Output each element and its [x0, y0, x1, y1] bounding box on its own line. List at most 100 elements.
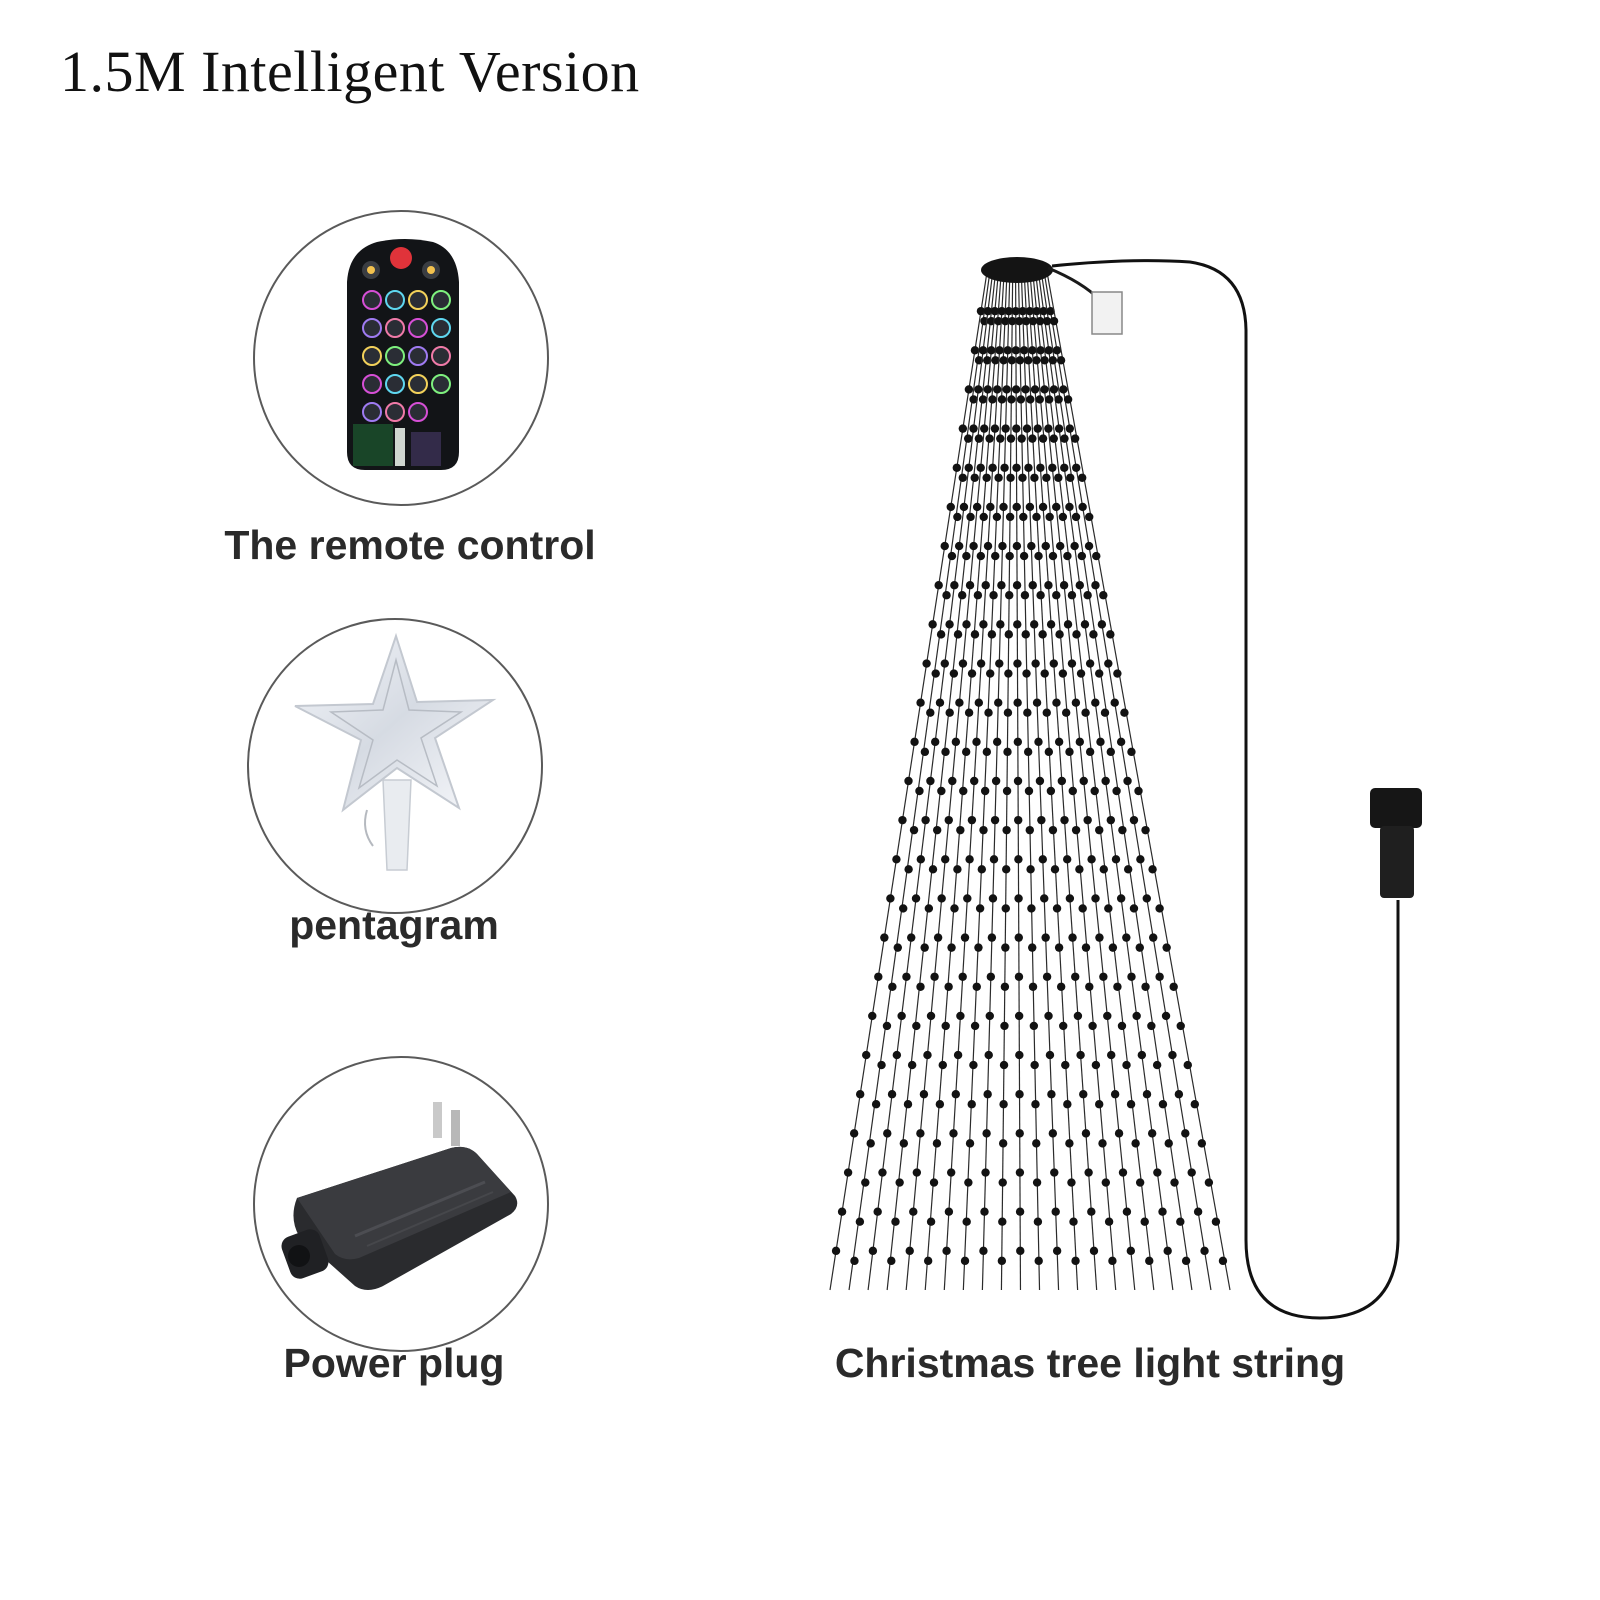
- led-bulb: [886, 894, 895, 903]
- led-bulb: [873, 1207, 882, 1216]
- page-title: 1.5M Intelligent Version: [60, 39, 640, 104]
- led-bulb: [1036, 346, 1045, 355]
- led-bulb: [1014, 1011, 1024, 1021]
- led-bulb: [1056, 982, 1066, 991]
- led-bulb: [998, 1178, 1007, 1187]
- led-bulb: [1042, 473, 1051, 482]
- led-bulb: [897, 1011, 906, 1021]
- led-bulb: [970, 346, 980, 355]
- led-bulb: [955, 698, 964, 707]
- led-bulb: [1006, 434, 1016, 443]
- led-bulb: [1051, 1207, 1060, 1216]
- led-bulb: [1028, 346, 1037, 355]
- led-bulb: [1058, 512, 1068, 522]
- led-bulb: [947, 943, 956, 952]
- led-bulb: [960, 1256, 970, 1266]
- led-bulb: [973, 591, 983, 600]
- led-bulb: [1068, 933, 1077, 942]
- led-bulb: [1036, 591, 1045, 600]
- led-bulb: [1031, 1100, 1040, 1109]
- power-plug-label: Power plug: [283, 1340, 505, 1386]
- led-bulb: [1142, 1090, 1152, 1099]
- led-bulb: [1087, 855, 1096, 864]
- led-bulb: [941, 855, 950, 864]
- led-bulb: [1050, 865, 1060, 874]
- led-bulb: [1071, 698, 1081, 707]
- led-bulb: [964, 708, 974, 717]
- led-bulb: [948, 776, 957, 786]
- led-bulb: [1067, 591, 1077, 600]
- led-bulb: [1084, 1168, 1093, 1177]
- led-bulb: [1052, 904, 1062, 913]
- led-bulb: [1060, 815, 1069, 825]
- led-bulb: [945, 620, 954, 629]
- led-bulb: [959, 502, 969, 512]
- led-bulb: [1099, 591, 1108, 600]
- led-bulb: [1063, 551, 1072, 561]
- led-bulb: [1013, 776, 1023, 786]
- led-bulb: [976, 659, 986, 668]
- led-bulb: [977, 865, 987, 874]
- led-bulb: [1049, 385, 1059, 394]
- star-topper-image: [247, 618, 543, 914]
- led-bulb: [979, 825, 988, 835]
- led-bulb: [1019, 346, 1029, 355]
- led-bulb: [1078, 904, 1087, 913]
- led-bulb: [994, 316, 1003, 326]
- led-bulb: [1137, 1050, 1147, 1060]
- led-bulb: [1083, 815, 1092, 825]
- led-bulb: [1106, 815, 1116, 825]
- led-bulb: [1042, 316, 1052, 326]
- led-bulb: [981, 1168, 990, 1177]
- led-bulb: [1004, 630, 1014, 639]
- led-bulb: [891, 1217, 900, 1226]
- led-bulb: [905, 1246, 914, 1256]
- led-bulb: [967, 1100, 976, 1109]
- led-bulb: [1085, 982, 1094, 991]
- led-bulb: [979, 620, 988, 629]
- led-bulb: [871, 1100, 881, 1109]
- led-bulb: [958, 424, 968, 433]
- led-bulb: [1028, 943, 1037, 952]
- led-bulb: [967, 815, 977, 825]
- led-bulb: [945, 708, 954, 717]
- led-bulb: [1021, 385, 1030, 394]
- led-bulb: [843, 1168, 853, 1177]
- led-bulb: [983, 541, 993, 551]
- led-bulb: [1062, 855, 1072, 864]
- led-bulb: [949, 669, 959, 678]
- led-bulb: [1091, 581, 1100, 590]
- led-bulb: [1034, 551, 1043, 561]
- led-bulb: [1091, 894, 1100, 903]
- led-bulb: [882, 1021, 892, 1031]
- led-bulb: [979, 512, 988, 522]
- led-bulb: [1003, 346, 1012, 355]
- led-bulb: [1058, 669, 1068, 678]
- led-bulb: [1037, 815, 1046, 825]
- led-bulb: [970, 473, 979, 482]
- led-bulb: [1078, 502, 1087, 512]
- led-bulb: [1147, 1021, 1156, 1031]
- led-bulb: [964, 1178, 973, 1187]
- led-bulb: [1016, 1246, 1025, 1256]
- led-bulb: [1052, 591, 1061, 600]
- led-bulb: [946, 1168, 956, 1177]
- led-bulb: [984, 1050, 993, 1060]
- led-bulb: [907, 933, 916, 942]
- led-bulb: [1000, 1021, 1009, 1031]
- led-bulb: [912, 1168, 922, 1177]
- led-bulb: [988, 894, 998, 903]
- led-bulb: [1032, 512, 1041, 522]
- led-bulb: [983, 385, 992, 394]
- led-bulb: [1091, 1060, 1101, 1070]
- led-bulb: [1059, 1021, 1068, 1031]
- led-bulb: [974, 943, 983, 952]
- led-bulb: [1110, 698, 1119, 707]
- led-bulb: [1218, 1256, 1228, 1266]
- led-bulb: [1084, 541, 1094, 551]
- led-bulb: [1001, 424, 1010, 433]
- led-bulb: [1089, 1246, 1099, 1256]
- led-bulb: [1120, 708, 1129, 717]
- led-bulb: [1028, 982, 1038, 991]
- led-bulb: [831, 1246, 841, 1256]
